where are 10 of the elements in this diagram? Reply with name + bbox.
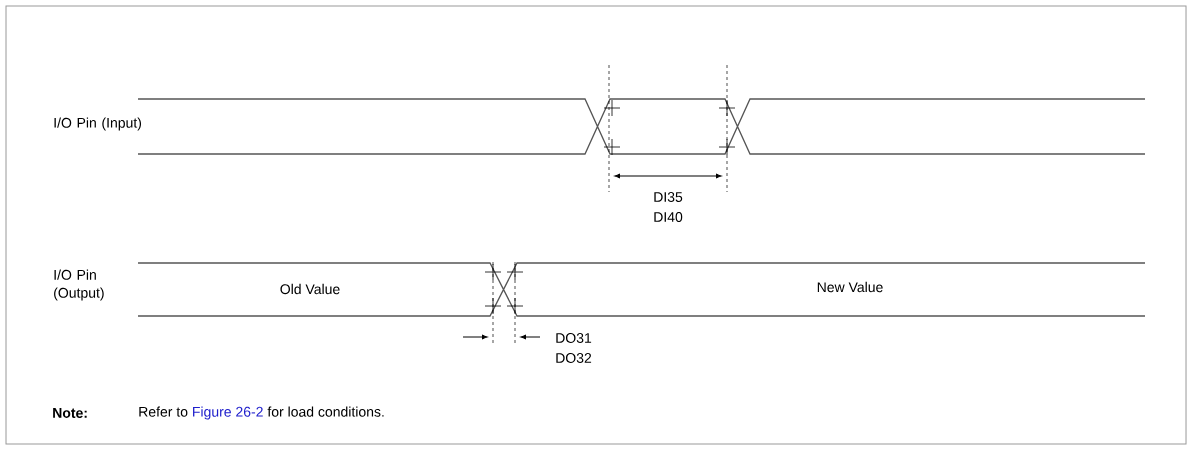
timing-parameter: DO32 (556, 353, 592, 363)
signal-label: I/O Pin (Output) (54, 269, 104, 301)
note-text: Refer to Figure 26-2 for load conditions. (139, 406, 384, 420)
note-label: Note: (53, 408, 87, 418)
state-label: New Value (817, 281, 883, 293)
signal-label: I/O Pin (Input) (54, 117, 142, 131)
state-label: Old Value (280, 283, 340, 295)
timing-parameter: DI40 (654, 212, 683, 222)
timing-parameter: DI35 (654, 192, 683, 202)
timing-parameter: DO31 (556, 333, 592, 343)
